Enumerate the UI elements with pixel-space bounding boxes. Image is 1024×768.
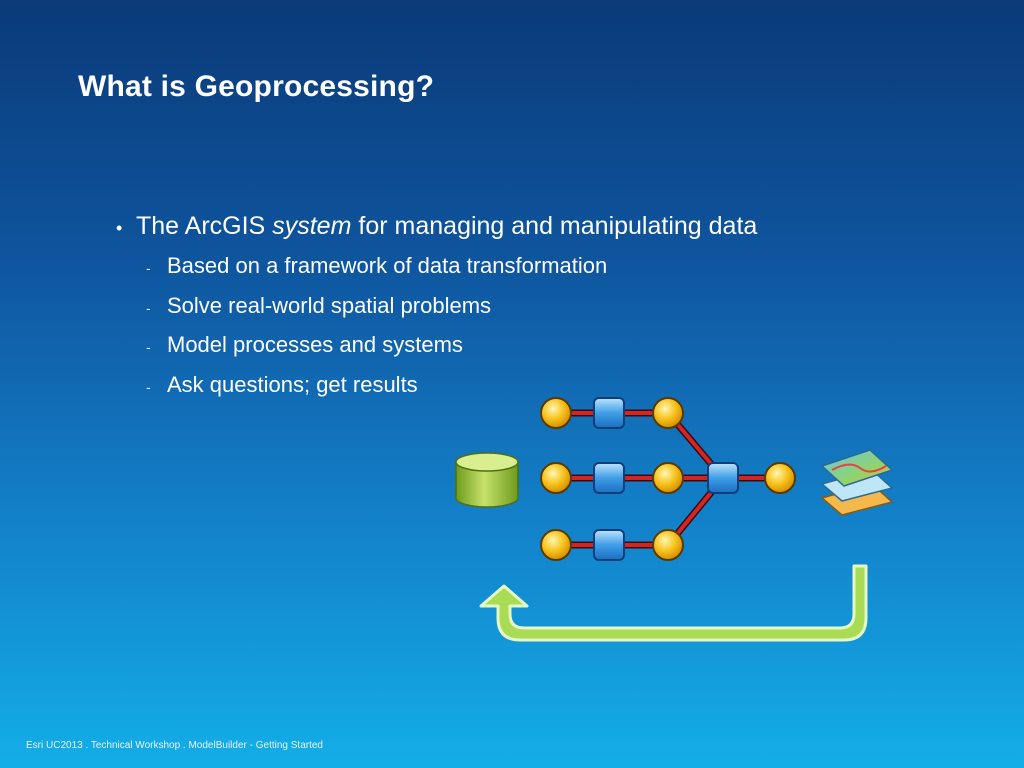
sub-bullet-text: Model processes and systems (167, 332, 463, 357)
return-arrow-icon (479, 564, 868, 642)
bullet-dot: • (116, 218, 123, 238)
sub-bullet-dash: - (146, 260, 151, 276)
slide-footer: Esri UC2013 . Technical Workshop . Model… (26, 740, 323, 751)
slide-title: What is Geoprocessing? (78, 70, 435, 103)
bullet-emphasis: system (272, 212, 352, 240)
map-layers-icon (820, 449, 894, 516)
bullet-suffix: for managing and manipulating data (358, 212, 758, 240)
sub-bullet: - Ask questions; get results (116, 372, 757, 412)
sub-bullet: - Solve real-world spatial problems (116, 293, 757, 333)
sub-bullet-text: Solve real-world spatial problems (167, 292, 492, 318)
sub-bullet-list: - Based on a framework of data transform… (116, 253, 757, 411)
database-icon (455, 452, 519, 508)
geoprocessing-diagram (455, 397, 894, 642)
model-process-icon (540, 397, 796, 561)
bullet-list: • The ArcGIS system for managing and man… (116, 212, 757, 411)
sub-bullet: - Model processes and systems (116, 332, 757, 372)
sub-bullet-text: Based on a framework of data transformat… (167, 253, 608, 278)
bullet-prefix: The ArcGIS (136, 212, 266, 240)
main-bullet: • The ArcGIS system for managing and man… (116, 212, 757, 248)
sub-bullet: - Based on a framework of data transform… (116, 253, 757, 293)
sub-bullet-dash: - (146, 299, 151, 316)
sub-bullet-dash: - (146, 339, 151, 355)
sub-bullet-text: Ask questions; get results (167, 371, 418, 397)
sub-bullet-dash: - (146, 378, 151, 395)
